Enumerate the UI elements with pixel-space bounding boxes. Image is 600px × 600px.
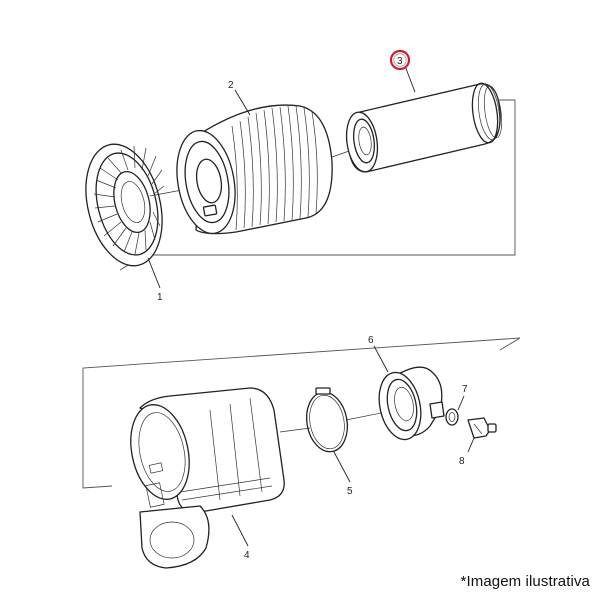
callout-6[interactable]: 6 [368, 335, 374, 346]
part-5-clamp[interactable] [302, 387, 352, 455]
leader-part-8 [467, 437, 475, 453]
part-4-housing[interactable] [123, 387, 285, 569]
leader-part-4 [231, 514, 249, 547]
callout-4[interactable]: 4 [244, 550, 250, 561]
callout-7[interactable]: 7 [462, 384, 468, 395]
callout-8[interactable]: 8 [459, 456, 465, 467]
upper-assembly-frame [145, 99, 516, 256]
lower-axis-a [279, 427, 311, 433]
leader-part-6 [373, 345, 389, 373]
lower-frame-tail [499, 337, 521, 351]
part-8-valve[interactable] [467, 417, 497, 439]
part-1-end-cover[interactable] [74, 136, 174, 274]
part-3-safety-filter[interactable] [343, 82, 505, 174]
leader-part-1 [147, 257, 161, 289]
illustrative-image-caption: *Imagem ilustrativa [460, 573, 590, 590]
callout-3-highlight[interactable]: 3 [389, 49, 411, 71]
leader-part-7 [457, 395, 465, 411]
part-2-primary-filter[interactable] [169, 104, 333, 238]
leader-part-5 [333, 451, 351, 483]
leader-part-3 [404, 65, 416, 93]
callout-2[interactable]: 2 [228, 80, 234, 91]
leader-part-2 [234, 89, 251, 116]
lower-assembly-frame [82, 337, 521, 489]
callout-5[interactable]: 5 [347, 486, 353, 497]
lower-axis-b [345, 411, 387, 421]
part-6-outlet-cover[interactable] [373, 366, 445, 443]
callout-3[interactable]: 3 [397, 56, 403, 67]
upper-axis-a [149, 189, 183, 197]
callout-1[interactable]: 1 [157, 292, 163, 303]
part-7-seal-ring[interactable] [445, 408, 459, 426]
